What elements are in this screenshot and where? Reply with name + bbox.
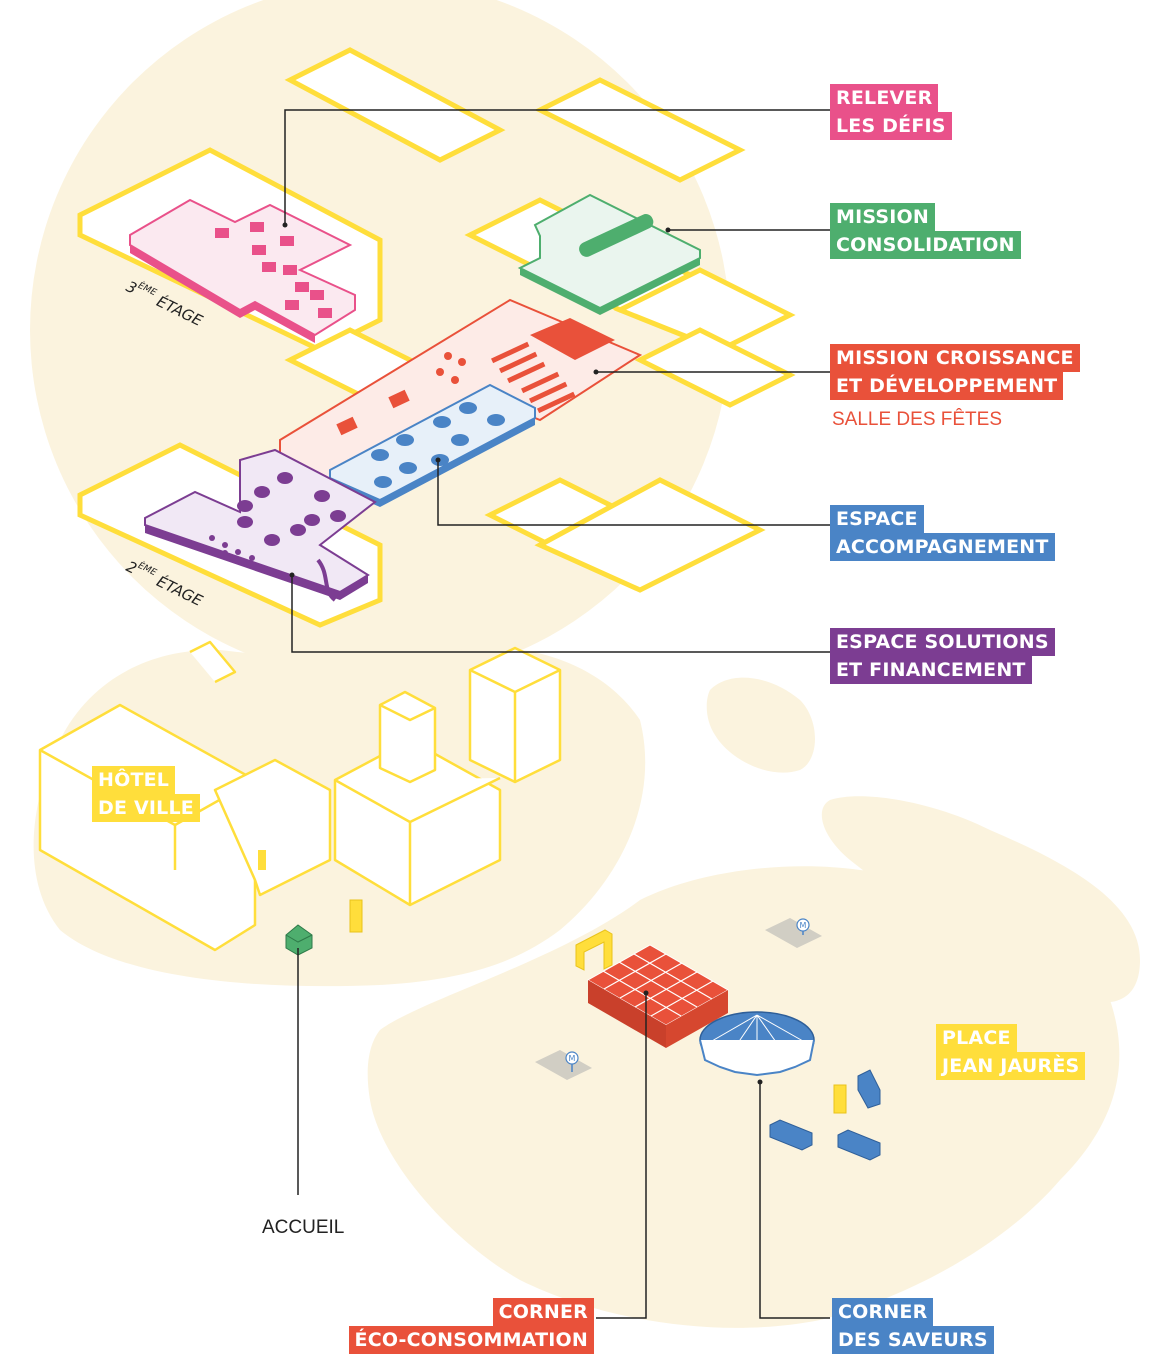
bollard-small [258, 850, 266, 870]
metro-station-1: M [765, 918, 822, 948]
leader-lines [284, 109, 830, 1319]
relever-les-defis-zone [129, 198, 356, 343]
place-ground [367, 866, 1120, 1328]
espace-solutions-zone [144, 448, 377, 602]
bollard-yellow [349, 899, 363, 933]
mission-consolidation-zone [517, 193, 701, 315]
saveurs-tent [699, 1011, 815, 1077]
label-salle-des-fetes: SALLE DES FÊTES [832, 409, 1003, 430]
label-place-jean-jaures: PLACE JEAN JAURÈS [936, 1024, 1086, 1080]
label-hotel-de-ville: HÔTEL DE VILLE [92, 766, 200, 822]
metro-station-2: M [535, 1050, 592, 1080]
leader-dots [282, 222, 763, 1085]
street-ground [821, 796, 1140, 1003]
blue-stands [769, 1069, 881, 1161]
label-accueil: ACCUEIL [262, 1217, 345, 1238]
label-corner-des-saveurs: CORNER DES SAVEURS [832, 1298, 994, 1354]
label-espace-accompagnement: ESPACE ACCOMPAGNEMENT [830, 505, 1055, 561]
label-mission-consolidation: MISSION CONSOLIDATION [830, 203, 1021, 259]
label-mission-croissance: MISSION CROISSANCE ET DÉVELOPPEMENT [830, 344, 1080, 400]
label-espace-solutions: ESPACE SOLUTIONS ET FINANCEMENT [830, 628, 1055, 684]
bollard-place [833, 1084, 847, 1114]
label-relever-les-defis: RELEVER LES DÉFIS [830, 84, 952, 140]
svg-text:M: M [800, 921, 807, 930]
accueil-tent [285, 924, 313, 956]
metro-icon [565, 1051, 579, 1065]
svg-text:M: M [569, 1054, 576, 1063]
metro-icon [796, 918, 810, 932]
small-ground [706, 677, 815, 773]
entrance-arch [575, 929, 613, 971]
label-corner-eco-consommation: CORNER ÉCO-CONSOMMATION [348, 1298, 594, 1354]
